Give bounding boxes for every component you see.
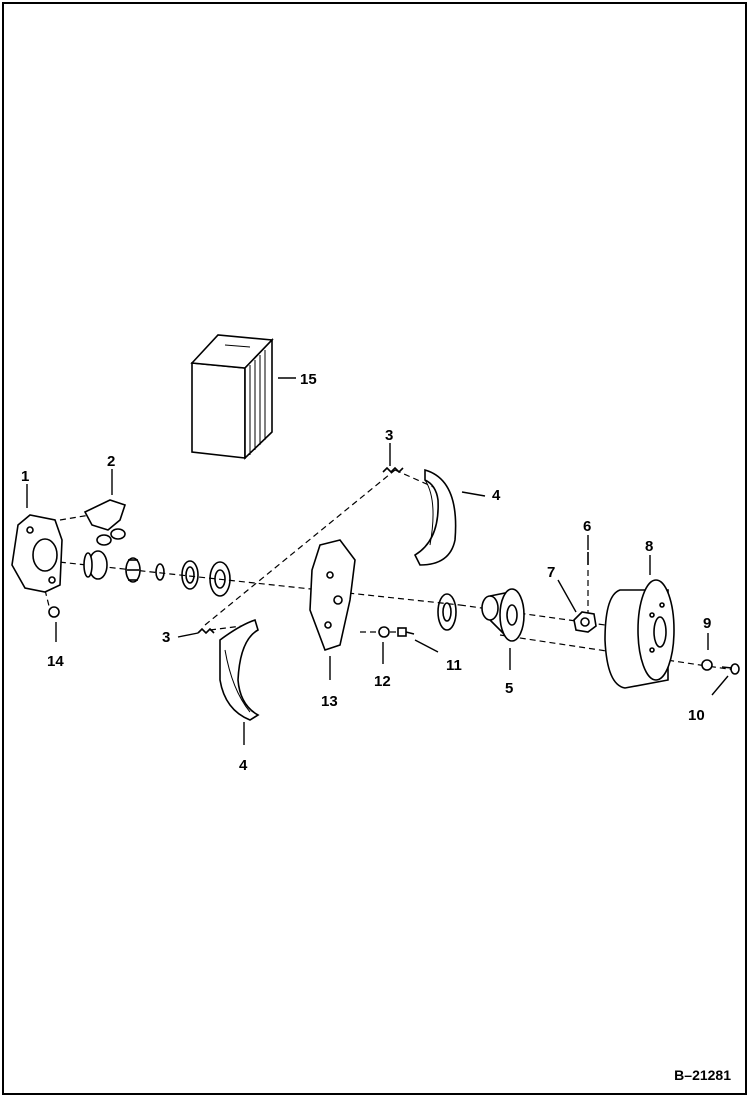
callout-14: 14 xyxy=(47,653,64,670)
seal-inner xyxy=(181,560,199,590)
callout-11: 11 xyxy=(446,657,462,674)
callout-4-upper: 4 xyxy=(492,487,501,504)
part-3-spring-lower xyxy=(197,627,215,635)
part-4-brake-shoe-upper xyxy=(413,468,457,566)
callout-13: 13 xyxy=(321,693,338,710)
part-12-nut xyxy=(378,626,390,638)
callout-3-upper: 3 xyxy=(385,427,393,444)
callout-7: 7 xyxy=(547,564,555,581)
part-11-bolt xyxy=(397,627,415,637)
callout-8: 8 xyxy=(645,538,653,555)
part-5-hub xyxy=(481,588,525,642)
part-13-backing-plate xyxy=(309,539,356,652)
part-7-castle-nut xyxy=(573,611,597,633)
figure-reference: B–21281 xyxy=(674,1067,731,1083)
part-10-bolt xyxy=(721,663,740,675)
callout-6: 6 xyxy=(583,518,591,535)
bearing-cup xyxy=(83,550,108,580)
callout-15: 15 xyxy=(300,371,317,388)
seal-outer xyxy=(209,561,231,597)
callout-labels: 1 2 3 3 4 4 5 6 7 8 9 10 11 12 13 14 15 xyxy=(21,371,711,774)
part-14-nut xyxy=(48,606,60,618)
part-1-bracket xyxy=(11,514,63,593)
callout-4-lower: 4 xyxy=(239,757,248,774)
callout-9: 9 xyxy=(703,615,711,632)
o-ring xyxy=(155,563,165,581)
callout-10: 10 xyxy=(688,707,705,724)
part-3-spring-upper xyxy=(382,466,404,474)
callout-2: 2 xyxy=(107,453,115,470)
hub-seal xyxy=(437,593,457,631)
callout-3-lower: 3 xyxy=(162,629,170,646)
part-8-brake-drum xyxy=(604,579,675,689)
callout-1: 1 xyxy=(21,468,29,485)
bearing-cone xyxy=(125,557,141,583)
part-9-washer xyxy=(701,659,713,671)
part-15-box xyxy=(190,334,274,460)
part-2-fork xyxy=(83,499,127,546)
leader-lines xyxy=(26,377,729,745)
part-4-brake-shoe-lower xyxy=(219,618,260,721)
callout-12: 12 xyxy=(374,673,391,690)
callout-5: 5 xyxy=(505,680,513,697)
